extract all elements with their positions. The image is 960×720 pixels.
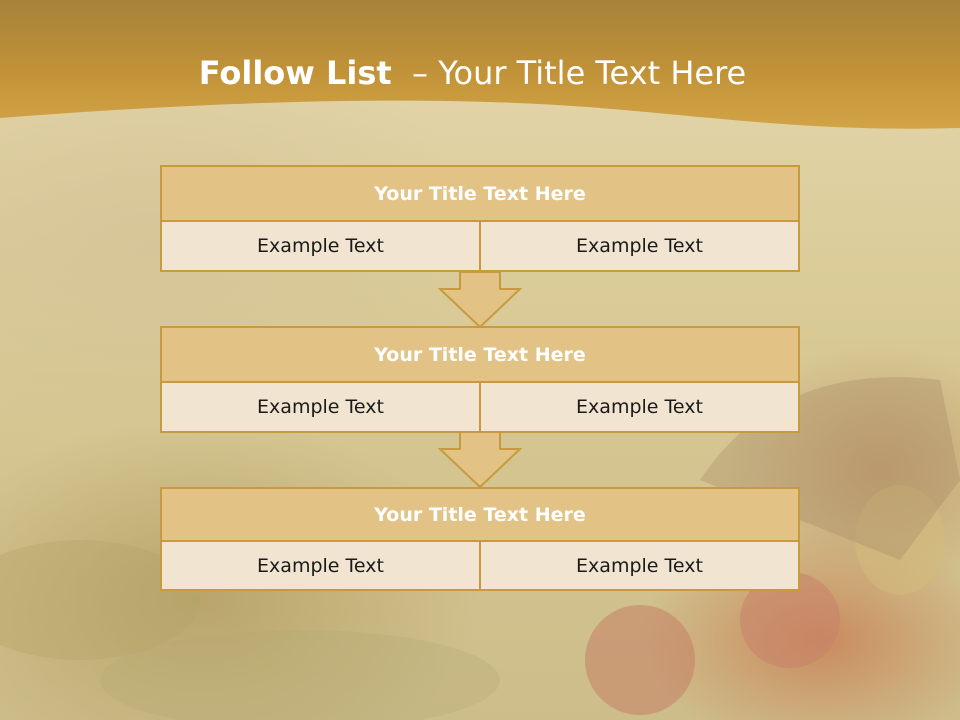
slide-title-rest: – Your Title Text Here [391,54,747,92]
example-text-cell: Example Text [257,396,384,418]
group-title: Your Title Text Here [160,487,800,542]
list-group-3: Your Title Text Here Example Text Exampl… [160,487,800,591]
group-title: Your Title Text Here [160,326,800,383]
down-arrow-icon [438,431,522,489]
slide-title-bold: Follow List [198,54,392,92]
example-text-cell: Example Text [257,554,384,577]
group-cells: Example Text Example Text [160,222,800,272]
group-title: Your Title Text Here [160,165,800,222]
group-cells: Example Text Example Text [160,383,800,433]
example-text-cell: Example Text [479,222,798,270]
example-text-cell: Example Text [479,542,798,589]
header-band [0,0,960,129]
list-group-1: Your Title Text Here Example Text Exampl… [160,165,800,272]
list-group-2: Your Title Text Here Example Text Exampl… [160,326,800,433]
example-text-cell: Example Text [479,383,798,431]
example-text-cell: Example Text [257,235,384,257]
slide-title: Follow List – Your Title Text Here [0,54,945,92]
down-arrow-icon [438,271,522,329]
group-cells: Example Text Example Text [160,542,800,591]
